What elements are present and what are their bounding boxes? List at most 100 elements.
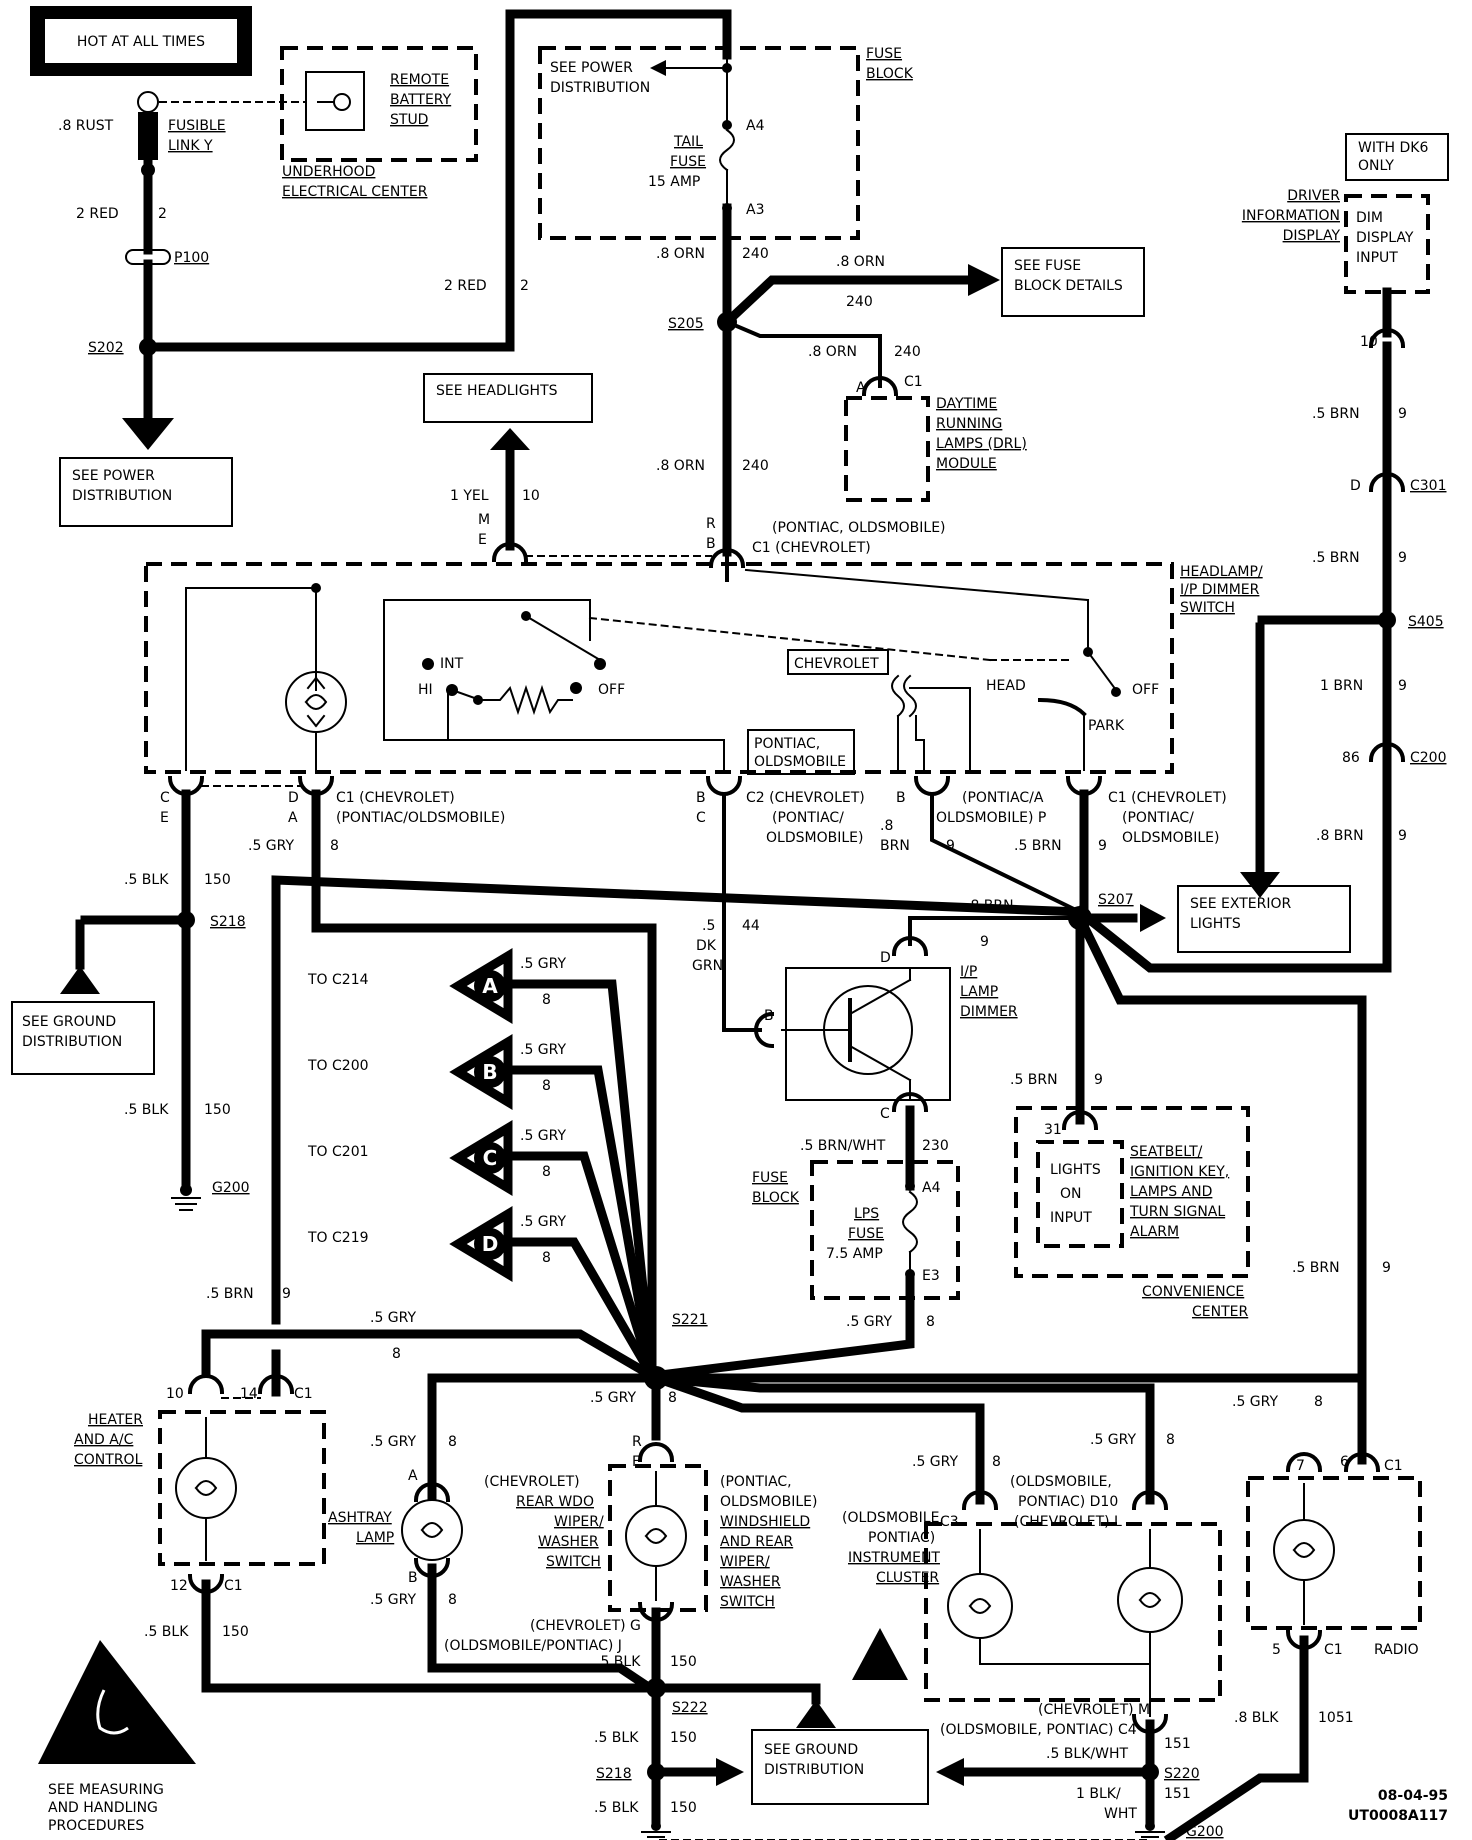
off-left-label: OFF bbox=[598, 682, 625, 698]
brn-8-1: .8 bbox=[880, 818, 893, 834]
lps-label-2: FUSE bbox=[848, 1226, 884, 1242]
blk-radio-num: 1051 bbox=[1318, 1710, 1354, 1726]
ground-left-1: SEE GROUND bbox=[22, 1014, 116, 1030]
p100-label: P100 bbox=[174, 250, 209, 266]
harness-b: B bbox=[449, 1034, 513, 1110]
s218-top-label: S218 bbox=[210, 914, 246, 930]
yel-num: 10 bbox=[522, 488, 540, 504]
blk-s218b-1-n: 150 bbox=[670, 1730, 697, 1746]
brn-n-3: 9 bbox=[1398, 678, 1407, 694]
blk-s218b-1: .5 BLK bbox=[594, 1730, 639, 1746]
fuse-label: FUSE bbox=[670, 154, 706, 170]
fusible-label-1: FUSIBLE bbox=[168, 118, 226, 134]
ic-label-1: (OLDSMOBILE, bbox=[842, 1510, 944, 1526]
ground-bottom-1: SEE GROUND bbox=[764, 1742, 858, 1758]
arrow-up-ground-icon bbox=[60, 966, 100, 994]
blk-wht-1-1: 1 BLK/ bbox=[1076, 1786, 1121, 1802]
code-label: UT0008A117 bbox=[1348, 1808, 1448, 1824]
remote-label-2: BATTERY bbox=[390, 92, 452, 108]
wiper-switch-box bbox=[608, 1464, 708, 1612]
instrument-cluster-box bbox=[924, 1522, 1222, 1702]
arrow-right-icon bbox=[968, 264, 1000, 296]
headlamp-switch-box bbox=[144, 562, 1174, 774]
headlamp-label-3: SWITCH bbox=[1180, 600, 1235, 616]
dim-display-box bbox=[1344, 194, 1430, 294]
ce-e: E bbox=[160, 810, 169, 826]
ip-lamp-2: LAMP bbox=[960, 984, 998, 1000]
svg-text:B: B bbox=[482, 1060, 497, 1084]
hot-at-all-times-box: HOT AT ALL TIMES bbox=[30, 6, 252, 76]
hot-label: HOT AT ALL TIMES bbox=[77, 34, 205, 50]
heater-3: CONTROL bbox=[74, 1452, 143, 1468]
brn-8-s207-n: 9 bbox=[980, 934, 989, 950]
switch-blade bbox=[1037, 697, 1087, 717]
blk-wht-1-2: WHT bbox=[1104, 1806, 1137, 1822]
blk-wht-num-1: 151 bbox=[1164, 1736, 1191, 1752]
measuring-1: SEE MEASURING bbox=[48, 1782, 164, 1798]
park-label: PARK bbox=[1088, 718, 1125, 734]
me-e: E bbox=[478, 532, 487, 548]
wiper-pin-r: R bbox=[632, 1434, 642, 1450]
radio-pin-7: 7 bbox=[1296, 1458, 1305, 1474]
ce-c: C bbox=[160, 790, 170, 806]
drl-label-4: MODULE bbox=[936, 456, 997, 472]
ash-pin-b: B bbox=[408, 1570, 418, 1586]
c2-chev-1: C2 (CHEVROLET) bbox=[746, 790, 865, 806]
to-c214: TO C214 bbox=[307, 972, 369, 988]
driver-label-2: INFORMATION bbox=[1242, 208, 1340, 224]
harness-a: A bbox=[449, 948, 513, 1024]
brn-8-2: BRN bbox=[880, 838, 910, 854]
svg-text:A: A bbox=[482, 974, 498, 998]
see-fuse-1: SEE FUSE bbox=[1014, 258, 1081, 274]
blk-left-1: .5 BLK bbox=[124, 872, 169, 888]
see-ground-bottom-box bbox=[751, 1729, 929, 1805]
fusible-label-2: LINK Y bbox=[168, 138, 213, 154]
e4-label: A4 bbox=[922, 1180, 941, 1196]
gry-ic-d10-n: 8 bbox=[1166, 1432, 1175, 1448]
fuse-block-lps-1: FUSE bbox=[752, 1170, 788, 1186]
rb-r: R bbox=[706, 516, 716, 532]
see-fuse-2: BLOCK DETAILS bbox=[1014, 278, 1123, 294]
radio-lamp-icon bbox=[1273, 1519, 1335, 1581]
wiper-lamp-icon bbox=[625, 1505, 687, 1567]
fuse-block-lps-2: BLOCK bbox=[752, 1190, 800, 1206]
pin-10: 10 bbox=[166, 1386, 184, 1402]
red-mid-num: 2 bbox=[520, 278, 529, 294]
ashtray-1: ASHTRAY bbox=[328, 1510, 392, 1526]
d10-2: PONTIAC) D10 bbox=[1018, 1494, 1118, 1510]
dim-label-2: DISPLAY bbox=[1356, 230, 1414, 246]
chev-g-2: (OLDSMOBILE/PONTIAC) J bbox=[444, 1638, 622, 1654]
c1-chev-right-3: OLDSMOBILE) bbox=[1122, 830, 1219, 846]
fusible-link bbox=[138, 112, 158, 160]
windshield-3: WINDSHIELD bbox=[720, 1514, 810, 1530]
rb-b: B bbox=[706, 536, 716, 552]
pontiac-olds-2: OLDSMOBILE bbox=[754, 754, 846, 770]
chevrolet-box bbox=[787, 649, 889, 675]
c2-chev-2: (PONTIAC/ bbox=[772, 810, 844, 826]
ground-left-2: DISTRIBUTION bbox=[22, 1034, 122, 1050]
gry-ic-c3: .5 GRY bbox=[912, 1454, 958, 1470]
lights-on-box bbox=[1036, 1140, 1124, 1248]
bc-c: C bbox=[696, 810, 706, 826]
chev-g-1: (CHEVROLET) G bbox=[530, 1618, 641, 1634]
pontiac-olds-1: PONTIAC, bbox=[754, 736, 820, 752]
chev-m-2: (OLDSMOBILE, PONTIAC) C4 bbox=[940, 1722, 1137, 1738]
see-headlights-box bbox=[423, 373, 593, 423]
lights-on-2: ON bbox=[1060, 1186, 1082, 1202]
see-power-dist-left-box bbox=[59, 457, 233, 527]
windshield-7: SWITCH bbox=[720, 1594, 775, 1610]
battery-terminal-icon bbox=[137, 91, 159, 113]
lps-fuse-block bbox=[810, 1160, 960, 1300]
see-exterior-box bbox=[1177, 885, 1351, 953]
c2-chev-3: OLDSMOBILE) bbox=[766, 830, 863, 846]
a3-label: A3 bbox=[746, 202, 764, 218]
tail-label: TAIL bbox=[673, 134, 703, 150]
orn-drl-label: .8 ORN bbox=[808, 344, 857, 360]
pin-b-dimmer: B bbox=[764, 1008, 774, 1024]
gry-c-n: 8 bbox=[542, 1164, 551, 1180]
c1-chevrolet-label: C1 (CHEVROLET) bbox=[752, 540, 871, 556]
gry-s221-num: 8 bbox=[392, 1346, 401, 1362]
c1-pontiac-label: (PONTIAC, OLDSMOBILE) bbox=[772, 520, 946, 536]
with-dk6-box bbox=[1345, 133, 1449, 181]
orn-down-label: .8 ORN bbox=[656, 458, 705, 474]
